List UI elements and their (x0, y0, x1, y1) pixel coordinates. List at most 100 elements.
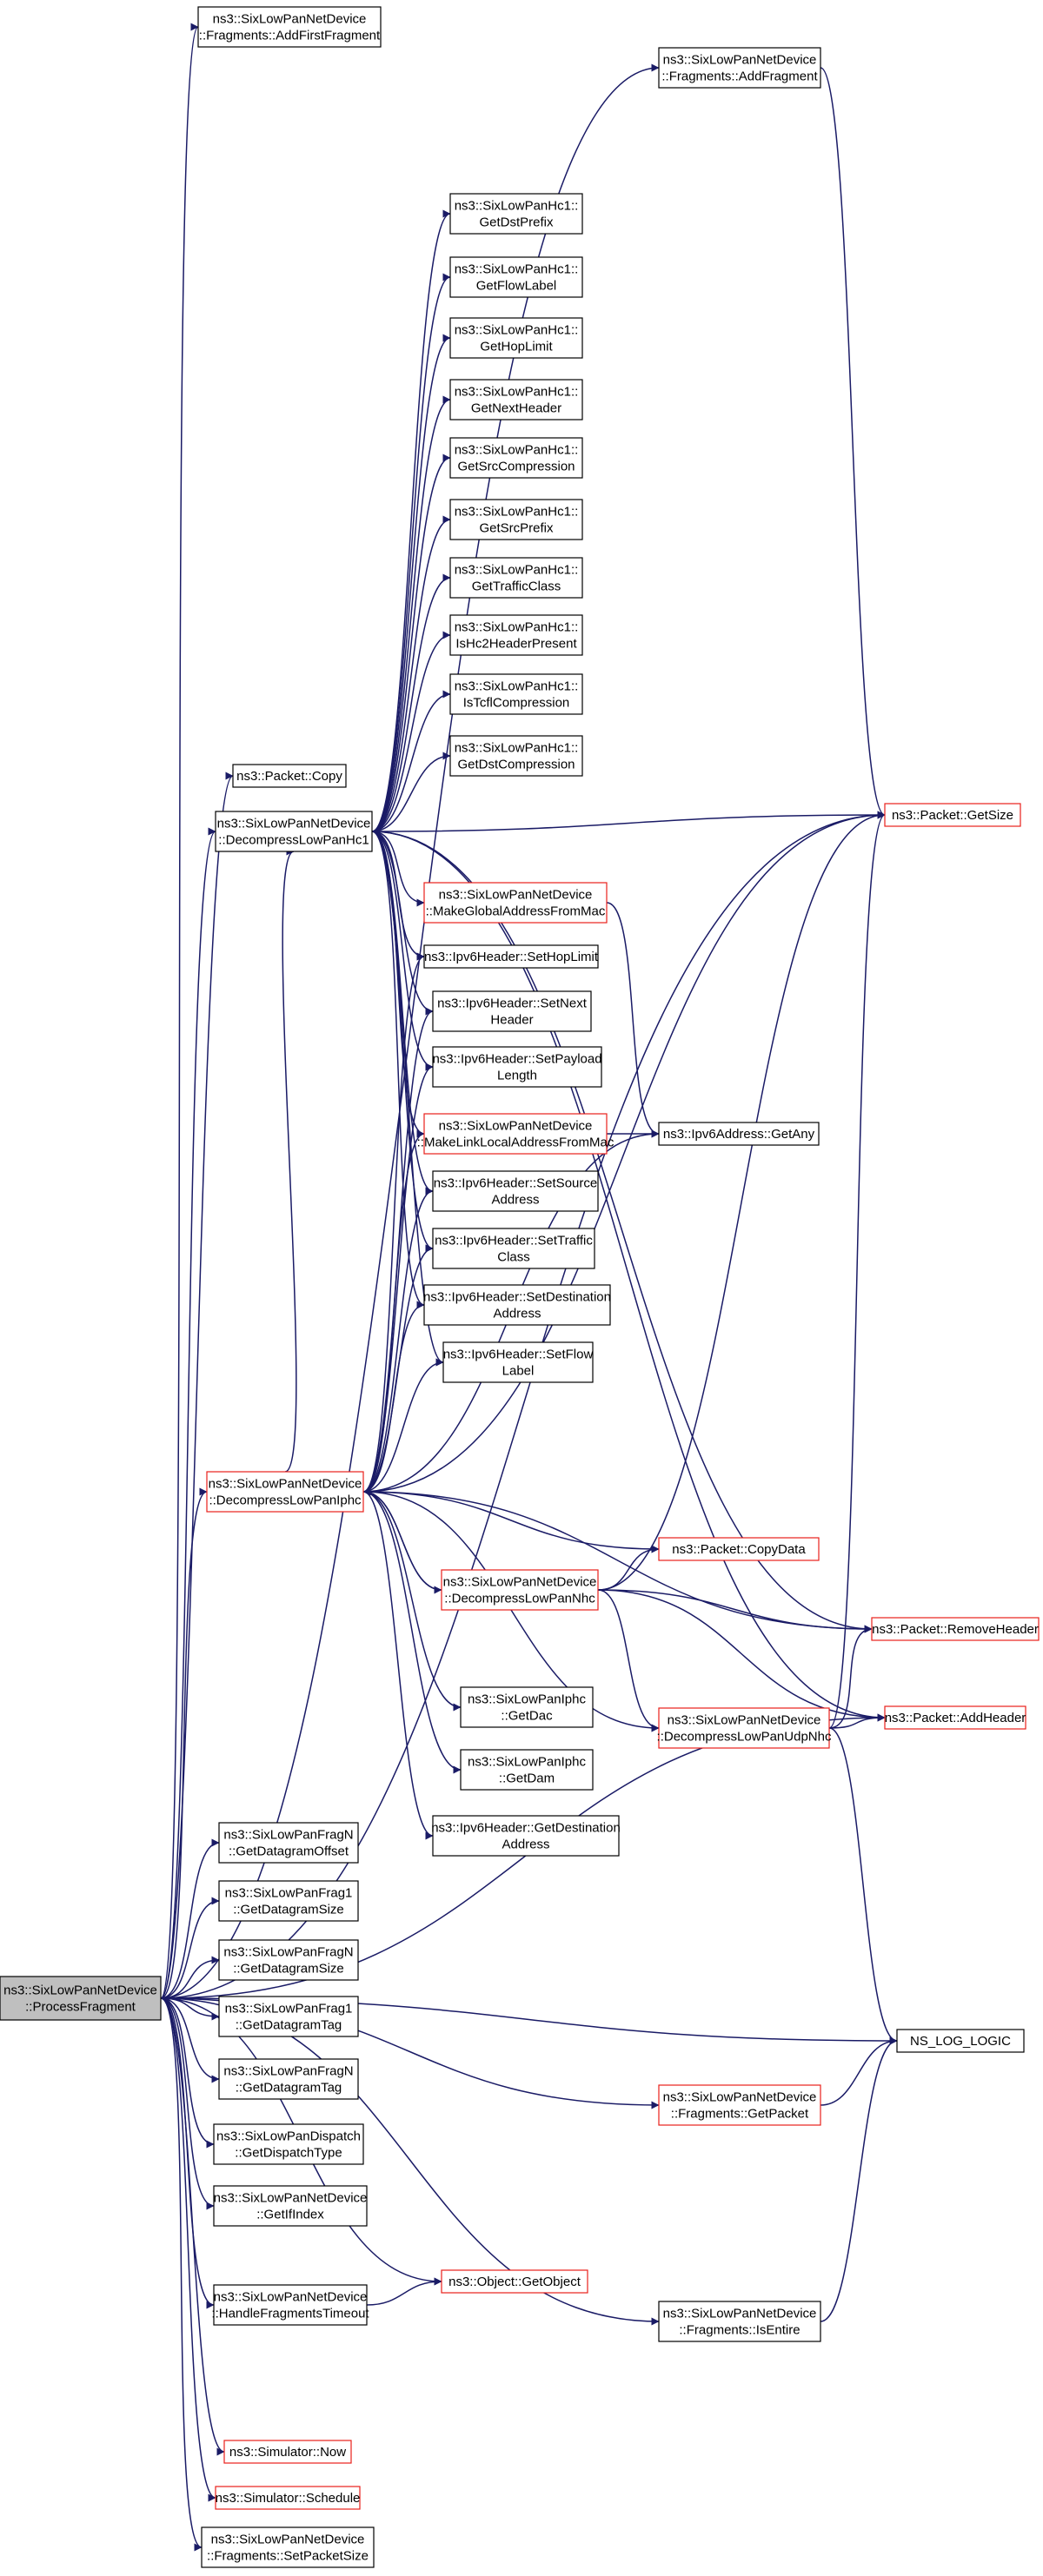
node-packetGetSize[interactable]: ns3::Packet::GetSize (884, 803, 1021, 827)
node-isHc2HeaderPresent[interactable]: ns3::SixLowPanHc1::IsHc2HeaderPresent (449, 614, 583, 656)
edge-processFragment-to-decompressLowPanIphc (160, 1487, 208, 1999)
node-getSrcCompression[interactable]: ns3::SixLowPanHc1::GetSrcCompression (449, 437, 583, 479)
node-packetCopyData[interactable]: ns3::Packet::CopyData (658, 1537, 820, 1561)
node-makeLinkLocalAddressFromMac[interactable]: ns3::SixLowPanNetDevice::MakeLinkLocalAd… (417, 1113, 615, 1155)
edge-processFragment-to-packetCopy (160, 771, 234, 1999)
node-box (215, 2486, 361, 2510)
node-simulatorNow[interactable]: ns3::Simulator::Now (223, 2440, 352, 2464)
node-getHopLimit[interactable]: ns3::SixLowPanHc1::GetHopLimit (449, 317, 583, 359)
edge-processFragment-to-getDispatchType (160, 1997, 215, 2149)
edge-decompressLowPanIphc-to-getDestinationAddress (362, 1491, 434, 1840)
node-box (423, 944, 599, 969)
node-label-line: ns3::SixLowPanHc1:: (455, 563, 579, 578)
node-frag1GetDatagramSize[interactable]: ns3::SixLowPanFrag1::GetDatagramSize (218, 1880, 359, 1922)
edge-decompressLowPanHc1-to-getHopLimit (371, 334, 451, 832)
node-getIfIndex[interactable]: ns3::SixLowPanNetDevice::GetIfIndex (213, 2185, 368, 2227)
node-handleFragmentsTimeout[interactable]: ns3::SixLowPanNetDevice::HandleFragments… (211, 2284, 369, 2326)
node-label-line: ns3::Packet::AddHeader (885, 1711, 1026, 1725)
edge-decompressLowPanIphc-to-getDam (362, 1491, 462, 1774)
node-makeGlobalAddressFromMac[interactable]: ns3::SixLowPanNetDevice::MakeGlobalAddre… (423, 882, 608, 924)
node-box (213, 2185, 368, 2227)
edge-decompressLowPanHc1-to-getTrafficClass (371, 573, 451, 832)
node-getTrafficClass[interactable]: ns3::SixLowPanHc1::GetTrafficClass (449, 557, 583, 599)
node-getDstCompression[interactable]: ns3::SixLowPanHc1::GetDstCompression (449, 735, 583, 777)
node-label-line: ns3::SixLowPanNetDevice (663, 2090, 817, 2105)
node-label-line: ::GetDam (499, 1771, 555, 1786)
node-label-line: ns3::SixLowPanHc1:: (455, 443, 579, 458)
node-box (449, 673, 583, 715)
node-nsLogLogic[interactable]: NS_LOG_LOGIC (896, 2029, 1025, 2053)
node-getDstPrefix[interactable]: ns3::SixLowPanHc1::GetDstPrefix (449, 193, 583, 235)
node-label-line: ns3::Packet::Copy (236, 769, 342, 784)
node-decompressLowPanIphc[interactable]: ns3::SixLowPanNetDevice::DecompressLowPa… (206, 1471, 364, 1513)
node-addFirstFragment[interactable]: ns3::SixLowPanNetDevice::Fragments::AddF… (197, 6, 382, 48)
node-fragmentsIsEntire[interactable]: ns3::SixLowPanNetDevice::Fragments::IsEn… (658, 2301, 821, 2342)
node-ipv6AddressGetAny[interactable]: ns3::Ipv6Address::GetAny (658, 1122, 820, 1146)
node-label-line: ::GetDatagramSize (233, 1962, 344, 1977)
node-box (218, 2058, 359, 2100)
node-getNextHeader[interactable]: ns3::SixLowPanHc1::GetNextHeader (449, 379, 583, 421)
node-label-line: ns3::SixLowPanHc1:: (455, 262, 579, 277)
node-box (449, 735, 583, 777)
node-getDispatchType[interactable]: ns3::SixLowPanDispatch::GetDispatchType (213, 2123, 364, 2165)
node-label-line: ns3::SixLowPanNetDevice (439, 888, 593, 903)
node-fragmentsSetPacketSize[interactable]: ns3::SixLowPanNetDevice::Fragments::SetP… (201, 2526, 375, 2568)
node-label-line: ns3::Simulator::Schedule (216, 2491, 361, 2506)
node-label-line: ns3::Ipv6Address::GetAny (663, 1127, 815, 1142)
node-decompressLowPanUdpNhc[interactable]: ns3::SixLowPanNetDevice::DecompressLowPa… (657, 1707, 832, 1749)
node-box (218, 1822, 359, 1864)
node-box (460, 1749, 594, 1791)
node-fragNGetDatagramTag[interactable]: ns3::SixLowPanFragN::GetDatagramTag (218, 2058, 359, 2100)
node-box (449, 499, 583, 540)
node-packetRemoveHeader[interactable]: ns3::Packet::RemoveHeader (871, 1617, 1040, 1641)
node-box (432, 1046, 602, 1088)
node-addFragment[interactable]: ns3::SixLowPanNetDevice::Fragments::AddF… (658, 47, 821, 89)
edge-processFragment-to-frag1GetDatagramSize (160, 1897, 220, 1999)
node-label-line: ::DecompressLowPanIphc (209, 1493, 362, 1508)
node-getFlowLabel[interactable]: ns3::SixLowPanHc1::GetFlowLabel (449, 256, 583, 298)
node-fragNGetDatagramSize[interactable]: ns3::SixLowPanFragN::GetDatagramSize (218, 1939, 359, 1981)
node-label-line: ns3::Ipv6Header::SetNext (437, 997, 588, 1011)
node-packetCopy[interactable]: ns3::Packet::Copy (232, 764, 347, 788)
node-isTcflCompression[interactable]: ns3::SixLowPanHc1::IsTcflCompression (449, 673, 583, 715)
node-frag1GetDatagramTag[interactable]: ns3::SixLowPanFrag1::GetDatagramTag (218, 1996, 359, 2037)
node-objectGetObject[interactable]: ns3::Object::GetObject (441, 2269, 588, 2294)
node-box (449, 317, 583, 359)
node-box (206, 1471, 364, 1513)
node-label-line: ns3::Ipv6Header::SetSource (434, 1176, 597, 1191)
node-setHopLimit[interactable]: ns3::Ipv6Header::SetHopLimit (423, 944, 599, 969)
node-label-line: ::DecompressLowPanUdpNhc (657, 1730, 832, 1745)
edge-decompressLowPanIphc-to-getDac (362, 1491, 462, 1712)
node-packetAddHeader[interactable]: ns3::Packet::AddHeader (884, 1705, 1026, 1730)
node-box (223, 2440, 352, 2464)
node-label-line: ns3::SixLowPanFrag1 (225, 2002, 353, 2016)
node-processFragment[interactable]: ns3::SixLowPanNetDevice::ProcessFragment (0, 1976, 162, 2021)
edge-decompressLowPanNhc-to-packetGetSize (597, 811, 886, 1591)
node-decompressLowPanNhc[interactable]: ns3::SixLowPanNetDevice::DecompressLowPa… (441, 1569, 599, 1611)
node-fragmentsGetPacket[interactable]: ns3::SixLowPanNetDevice::Fragments::GetP… (658, 2084, 821, 2126)
node-getSrcPrefix[interactable]: ns3::SixLowPanHc1::GetSrcPrefix (449, 499, 583, 540)
node-decompressLowPanHc1[interactable]: ns3::SixLowPanNetDevice::DecompressLowPa… (215, 811, 373, 852)
edge-decompressLowPanNhc-to-packetAddHeader (597, 1589, 886, 1722)
edge-decompressLowPanHc1-to-packetRemoveHeader (371, 831, 873, 1633)
node-getDatagramOffset[interactable]: ns3::SixLowPanFragN::GetDatagramOffset (218, 1822, 359, 1864)
node-getDac[interactable]: ns3::SixLowPanIphc::GetDac (460, 1686, 594, 1728)
node-box (215, 811, 373, 852)
edge-decompressLowPanHc1-to-isTcflCompression (371, 690, 451, 832)
node-box (884, 803, 1021, 827)
node-label-line: ns3::SixLowPanNetDevice (3, 1983, 157, 1998)
node-getDam[interactable]: ns3::SixLowPanIphc::GetDam (460, 1749, 594, 1791)
node-label-line: ns3::SixLowPanHc1:: (455, 199, 579, 214)
edge-decompressLowPanIphc-to-packetRemoveHeader (362, 1491, 873, 1633)
node-box (658, 1537, 820, 1561)
node-simulatorSchedule[interactable]: ns3::Simulator::Schedule (215, 2486, 361, 2510)
node-box (213, 2284, 368, 2326)
node-box (449, 437, 583, 479)
